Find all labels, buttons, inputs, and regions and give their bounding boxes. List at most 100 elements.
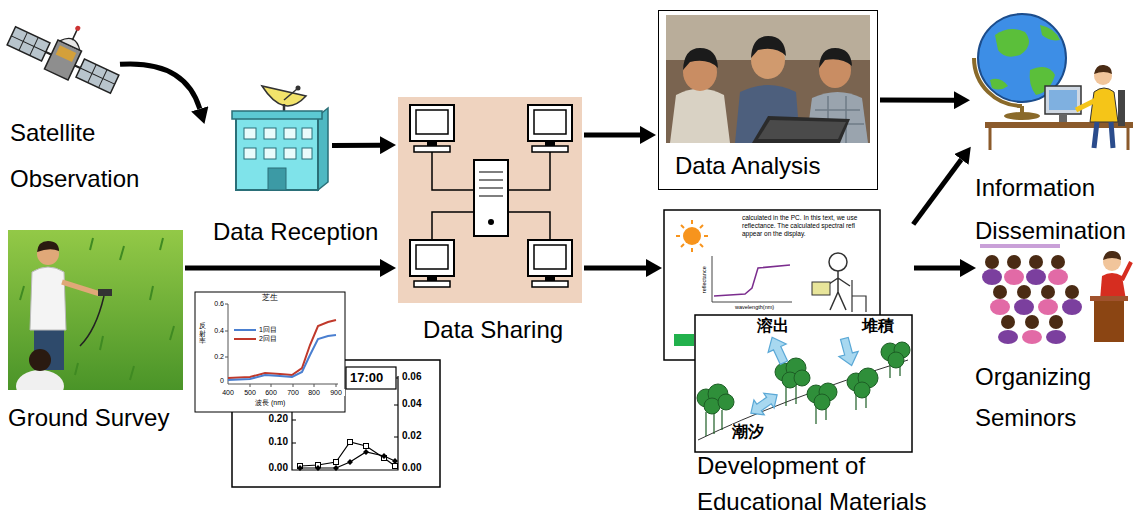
- mangrove-figure: [814, 394, 830, 410]
- seminar-icon: [1090, 296, 1128, 301]
- reception-building-icon: [284, 148, 296, 159]
- seminar-icon: [1041, 285, 1055, 299]
- process-label: 潮汐: [732, 424, 764, 440]
- time-series-chart: [348, 440, 353, 445]
- seminar-icon: [980, 244, 1131, 344]
- arrow-connector: [584, 265, 646, 270]
- textbook-page: [676, 220, 708, 252]
- node-label: Ground Survey: [8, 404, 193, 432]
- network-panel: [528, 105, 572, 152]
- field-photo: [37, 241, 59, 252]
- field-photo: [62, 282, 100, 294]
- reception-building-icon: [302, 148, 312, 159]
- spectrum-chart: [225, 304, 336, 387]
- arrow-connector: [185, 265, 380, 270]
- process-node: Organizing Seminors: [978, 240, 1136, 345]
- mangrove-figure: [718, 394, 734, 410]
- mangrove-figure: [763, 333, 793, 367]
- seminar-icon: [1051, 255, 1065, 269]
- seminar-icon: [1038, 299, 1058, 315]
- axis-title: 波長 (nm): [255, 399, 285, 406]
- tick-label: 700: [284, 389, 302, 396]
- reception-building-icon: [244, 148, 256, 159]
- textbook-page: [683, 227, 701, 245]
- tick-label: 0.2: [206, 353, 224, 360]
- tick-label: 500: [241, 389, 259, 396]
- network-panel: [432, 152, 550, 240]
- tick-label: 0.6: [206, 300, 224, 307]
- globe-computer-icon: [1049, 90, 1077, 110]
- spectrum-chart: [195, 292, 345, 412]
- textbook-page: [714, 265, 790, 296]
- reception-building-icon: [284, 89, 297, 100]
- tick-label: 0.00: [402, 463, 421, 473]
- tick-label: 900: [327, 389, 345, 396]
- seminar-icon: [1007, 255, 1021, 269]
- node-label: Data Analysis: [675, 152, 870, 180]
- mangrove-figure: [697, 342, 910, 414]
- students-photo: [670, 89, 730, 144]
- reception-building-icon: [236, 116, 318, 190]
- students-photo: [819, 48, 852, 68]
- seminar-icon: [990, 299, 1010, 315]
- seminar-icon: [980, 244, 1060, 248]
- spectrum-chart: [234, 329, 256, 331]
- spectrum-chart: [228, 335, 336, 380]
- reception-building-icon: [284, 128, 296, 139]
- node-label: Data Reception: [213, 218, 393, 246]
- process-node: Data Reception: [205, 80, 330, 195]
- network-panel: [410, 240, 454, 287]
- seminar-icon: [1048, 269, 1068, 285]
- reception-building-icon: [268, 168, 286, 190]
- students-photo: [752, 116, 850, 143]
- reception-building-icon: [318, 108, 328, 190]
- satellite-icon: [75, 65, 80, 68]
- field-photo: [16, 370, 64, 390]
- globe-computer-icon: [1118, 90, 1125, 126]
- tick-label: 600: [262, 389, 280, 396]
- reception-building-icon: [302, 128, 312, 139]
- network-panel: [528, 240, 572, 287]
- students-photo: [751, 36, 786, 58]
- reception-building-icon: [262, 86, 306, 106]
- globe-computer-icon: [995, 29, 1029, 57]
- seminar-icon: [1004, 269, 1024, 285]
- spectrum-chart: [195, 292, 345, 412]
- arrow-connector: [332, 143, 380, 148]
- satellite-icon: [76, 59, 119, 93]
- seminar-icon: [993, 285, 1007, 299]
- series-label: 2回目: [259, 335, 277, 342]
- seminar-icon: [998, 330, 1018, 344]
- time-series-chart: [300, 452, 395, 468]
- time-series-chart: [393, 464, 398, 469]
- textbook-page: [674, 334, 694, 346]
- tick-label: 400: [219, 389, 237, 396]
- time-series-chart: [334, 460, 339, 465]
- mangrove-figure: [698, 360, 908, 440]
- time-series-chart: [346, 367, 396, 389]
- globe-computer-icon: [1094, 122, 1113, 148]
- mangrove-figure: [854, 382, 870, 398]
- axis-title: reflectance: [701, 266, 707, 293]
- mangrove-figure: [704, 398, 720, 414]
- process-node: Data Analysis: [658, 10, 878, 190]
- globe-computer-icon: [990, 79, 1008, 90]
- field-photo: [29, 349, 51, 371]
- reception-building-icon: [264, 128, 276, 139]
- satellite-icon: [76, 59, 119, 93]
- chart-title: 芝生: [262, 294, 278, 302]
- reception-building-icon: [264, 148, 276, 159]
- seminar-icon: [1049, 315, 1063, 329]
- reception-building-icon: [244, 128, 256, 139]
- time-label: 17:00: [350, 371, 383, 384]
- network-panel: [410, 105, 454, 152]
- tick-label: 0.04: [402, 399, 421, 409]
- reception-building-icon: [296, 86, 301, 91]
- arrow-connector: [880, 98, 954, 103]
- seminar-icon: [1103, 251, 1121, 260]
- textbook-page: [829, 253, 847, 271]
- seminar-icon: [1122, 262, 1131, 280]
- process-label: 溶出: [757, 318, 789, 334]
- tick-label: 800: [305, 389, 323, 396]
